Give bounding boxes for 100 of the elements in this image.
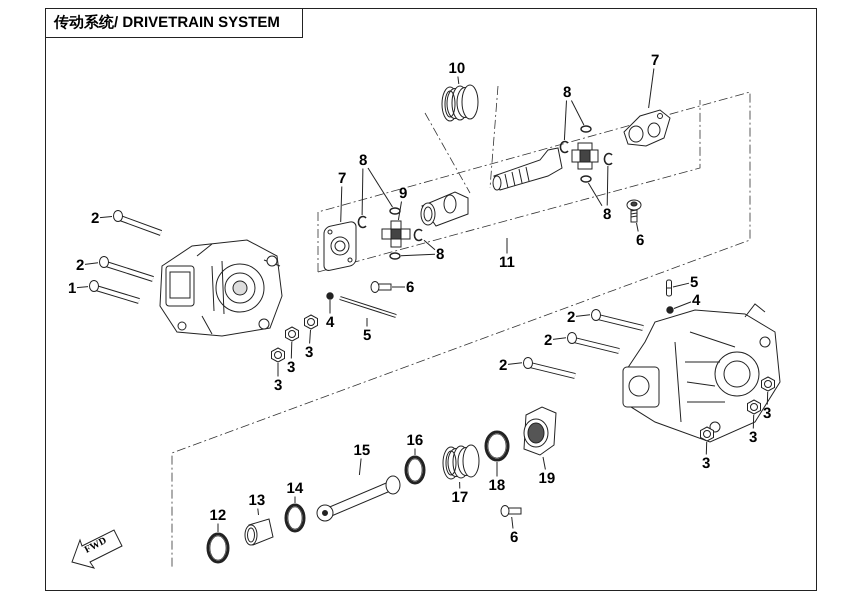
callout-number: 2 — [543, 332, 554, 348]
callout-number: 15 — [352, 442, 372, 458]
callout-number: 6 — [635, 232, 646, 248]
circlip-drawing — [356, 215, 368, 229]
seal-ring-drawing — [389, 252, 401, 260]
callout-number: 19 — [538, 470, 556, 486]
leader-line — [457, 76, 460, 84]
leader-line — [674, 301, 692, 309]
leader-line — [400, 254, 436, 256]
pin-drawing — [665, 279, 673, 297]
cross-joint-drawing — [381, 220, 411, 248]
leader-line — [564, 100, 567, 140]
leader-line — [368, 168, 393, 208]
leader-line — [542, 456, 546, 470]
leader-line — [76, 286, 88, 288]
rubber-boot-drawing — [441, 444, 477, 482]
nut-drawing — [270, 347, 286, 363]
callout-number: 3 — [304, 344, 314, 360]
leader-line — [576, 314, 590, 317]
leader-line — [84, 262, 98, 265]
callout-number: 8 — [602, 206, 612, 222]
circlip-drawing — [558, 140, 570, 154]
leader-line — [459, 482, 460, 489]
leader-line — [290, 342, 292, 359]
leader-line — [340, 186, 342, 222]
nut-drawing — [760, 376, 776, 392]
leader-line — [506, 238, 508, 254]
seal-ring-drawing — [389, 207, 401, 215]
leader-line — [511, 516, 514, 529]
callout-number: 2 — [498, 356, 508, 374]
callout-number: 6 — [405, 278, 416, 296]
circlip-drawing — [602, 152, 614, 166]
callout-number: 3 — [273, 376, 284, 394]
bolt-drawing — [566, 332, 622, 354]
callout-number: 2 — [75, 256, 86, 274]
callout-number: 13 — [248, 492, 266, 508]
o-ring-drawing — [484, 430, 510, 462]
nut-drawing — [699, 426, 715, 442]
direction-label: FWD — [82, 535, 109, 556]
leader-line — [766, 392, 768, 405]
leader-line — [552, 337, 566, 340]
leader-line — [358, 458, 362, 476]
leader-line — [309, 330, 311, 344]
nut-drawing — [746, 399, 762, 415]
callout-number: 8 — [435, 246, 446, 262]
leader-line — [752, 414, 754, 429]
callout-number: 7 — [650, 52, 660, 68]
bolt-drawing — [98, 256, 156, 282]
nut-drawing — [284, 326, 300, 342]
leader-line — [508, 362, 522, 365]
bolt-drawing — [500, 505, 522, 517]
callout-number: 2 — [90, 210, 100, 226]
callout-number: 16 — [406, 432, 424, 448]
seal-ring-drawing — [580, 175, 592, 183]
callout-number: 8 — [562, 84, 572, 100]
callout-number: 3 — [701, 454, 712, 472]
o-ring-drawing — [284, 503, 306, 533]
callout-number: 3 — [748, 428, 758, 446]
leader-line — [294, 496, 296, 504]
flange-drawing — [322, 222, 358, 270]
leader-line — [706, 442, 708, 455]
washer-drawing — [326, 292, 334, 300]
leader-line — [257, 508, 259, 516]
seal-ring-drawing — [580, 125, 592, 133]
callout-number: 18 — [488, 476, 506, 494]
o-ring-drawing — [206, 532, 230, 564]
leader-line — [100, 216, 112, 218]
leader-line — [672, 282, 690, 288]
leader-line — [362, 168, 364, 216]
leader-line — [496, 462, 498, 477]
bolt-drawing — [112, 210, 164, 236]
leader-line — [606, 166, 608, 206]
bolt-drawing — [590, 309, 646, 331]
callout-number: 7 — [337, 170, 348, 186]
callout-number: 12 — [208, 506, 228, 524]
bolt-drawing — [88, 280, 142, 304]
title-text: 传动系统/ DRIVETRAIN SYSTEM — [45, 8, 303, 38]
callout-number: 14 — [286, 480, 304, 496]
callout-number: 5 — [689, 274, 700, 290]
callout-number: 2 — [566, 308, 576, 326]
nut-drawing — [303, 314, 319, 330]
callout-number: 6 — [509, 528, 520, 546]
pin-drawing — [338, 296, 398, 318]
leader-line — [424, 240, 436, 250]
callout-number: 1 — [67, 280, 78, 296]
bolt-drawing — [522, 357, 578, 379]
leader-line — [366, 318, 368, 327]
bolt-drawing — [370, 281, 392, 293]
o-ring-drawing — [404, 455, 426, 485]
bolt-drawing — [626, 199, 642, 223]
leader-line — [648, 68, 654, 108]
leader-line — [588, 182, 602, 206]
leader-line — [636, 222, 639, 232]
leader-line — [414, 448, 416, 456]
callout-number: 10 — [448, 60, 466, 76]
callout-number: 17 — [450, 488, 470, 506]
leader-line — [392, 286, 406, 288]
callout-number: 3 — [286, 358, 296, 376]
callout-number: 3 — [762, 404, 772, 422]
callout-number: 8 — [358, 152, 368, 168]
